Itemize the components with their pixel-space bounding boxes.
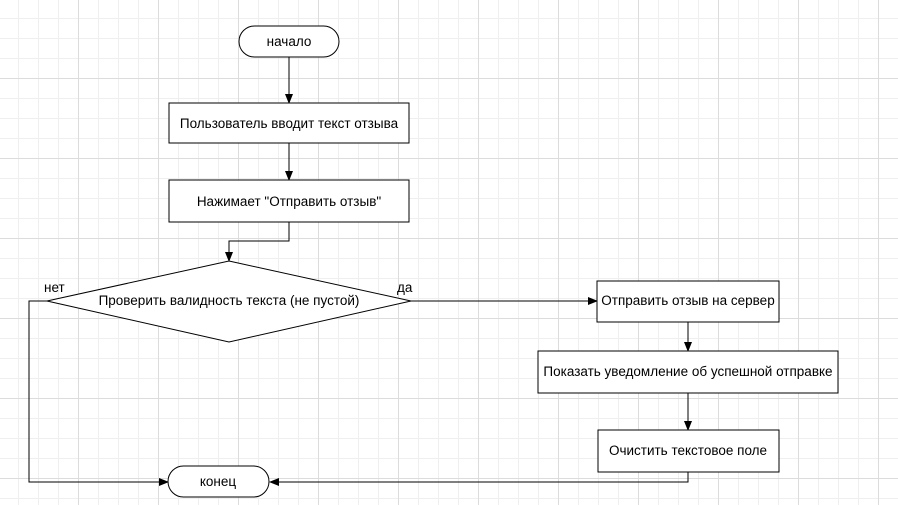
node-clear-field: Очистить текстовое поле xyxy=(597,429,780,473)
validate-decision-shape xyxy=(46,260,412,343)
clear-field-process-shape xyxy=(597,429,780,473)
show-notice-process-shape xyxy=(537,350,839,394)
node-end: конец xyxy=(167,465,270,498)
show-notice-label: Показать уведомление об успешной отправк… xyxy=(543,364,832,379)
edge-label-yes: да xyxy=(397,280,413,295)
start-terminator-shape xyxy=(238,25,340,58)
node-show-notice: Показать уведомление об успешной отправк… xyxy=(537,350,839,394)
edge-press-send-to-validate xyxy=(225,222,290,262)
press-send-label: Нажимает "Отправить отзыв" xyxy=(197,194,382,209)
edge-clear-field-to-end xyxy=(269,472,689,486)
end-label: конец xyxy=(200,474,237,489)
node-send-server: Отправить отзыв на сервер xyxy=(596,280,780,323)
validate-label: Проверить валидность текста (не пустой) xyxy=(99,293,360,308)
clear-field-label: Очистить текстовое поле xyxy=(609,443,767,458)
node-enter-text: Пользователь вводит текст отзыва xyxy=(168,102,410,144)
send-server-process-shape xyxy=(596,280,780,323)
node-start: начало xyxy=(238,25,340,58)
node-validate: Проверить валидность текста (не пустой) xyxy=(46,260,412,343)
enter-text-label: Пользователь вводит текст отзыва xyxy=(180,116,399,131)
press-send-process-shape xyxy=(168,179,410,223)
edge-label-no: нет xyxy=(44,280,65,295)
start-label: начало xyxy=(267,34,312,49)
send-server-label: Отправить отзыв на сервер xyxy=(601,293,774,308)
end-terminator-shape xyxy=(167,465,270,498)
edges xyxy=(28,57,692,486)
edge-validate-no-to-end xyxy=(28,300,169,486)
node-press-send: Нажимает "Отправить отзыв" xyxy=(168,179,410,223)
enter-text-process-shape xyxy=(168,102,410,144)
